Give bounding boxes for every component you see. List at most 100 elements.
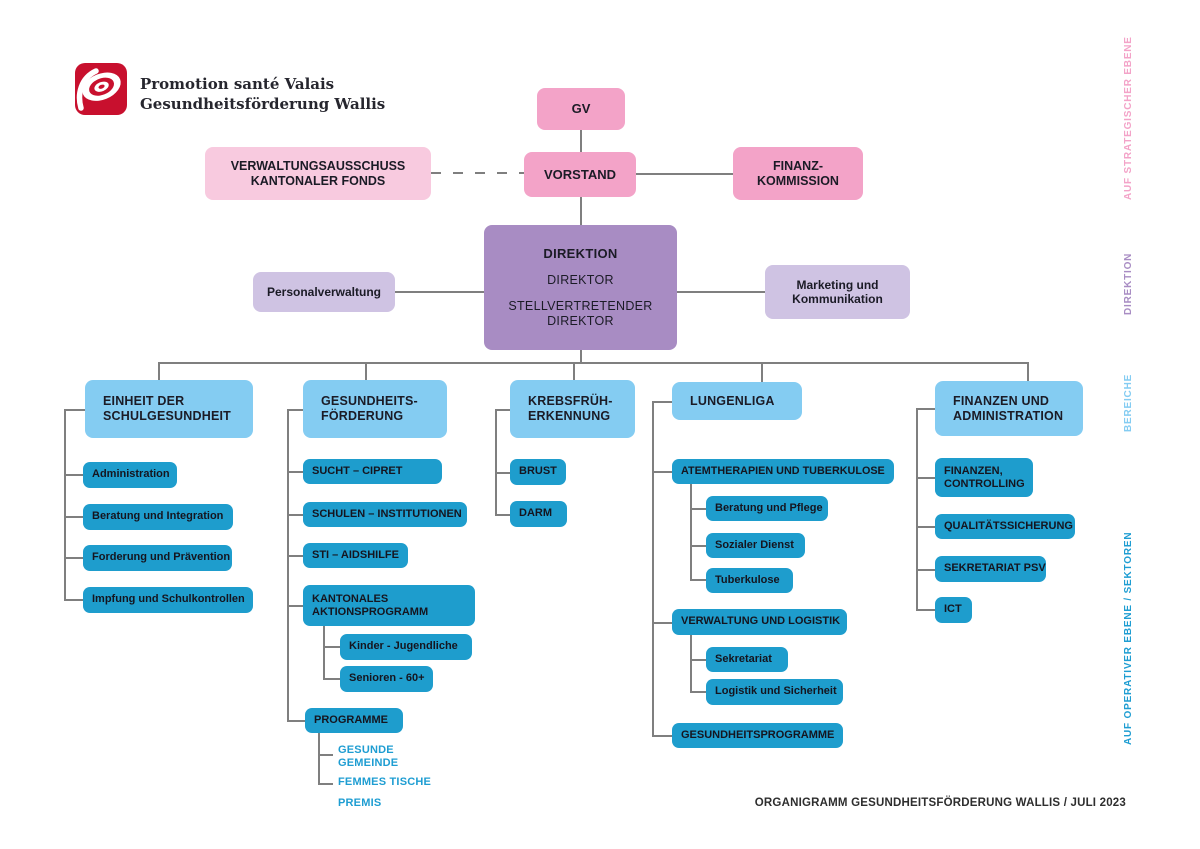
connector [652, 401, 672, 403]
node-direktion: DIREKTION DIREKTOR STELLVERTRETENDER DIR… [484, 225, 677, 350]
connector [580, 197, 582, 225]
item-gesunde-gemeinde: GESUNDE GEMEINDE [338, 744, 399, 770]
node-kinder-jugendliche: Kinder - Jugendliche [340, 634, 472, 660]
connector [580, 130, 582, 152]
connector [652, 471, 672, 473]
column-header-gesundheitsfoerderung: GESUNDHEITS-FÖRDERUNG [303, 380, 447, 438]
node-qualitaetssicherung: QUALITÄTSSICHERUNG [935, 514, 1075, 539]
connector [690, 484, 692, 580]
connector [916, 477, 935, 479]
node-administration: Administration [83, 462, 177, 488]
connector [636, 173, 733, 175]
connector [318, 783, 333, 785]
connector [916, 609, 935, 611]
node-impfung-schulkontrollen: Impfung und Schulkontrollen [83, 587, 253, 613]
connector [158, 362, 1027, 364]
direktion-title: DIREKTION [543, 246, 618, 262]
node-kantonales-aktionsprogramm: KANTONALES AKTIONSPROGRAMM [303, 585, 475, 626]
connector [287, 514, 303, 516]
org-name: Promotion santé Valais Gesundheitsförder… [140, 74, 385, 115]
connector [761, 362, 763, 382]
side-label-bereiche: BEREICHE [1123, 373, 1134, 432]
connector [323, 678, 340, 680]
connector [1027, 362, 1029, 381]
node-marketing: Marketing und Kommunikation [765, 265, 910, 319]
side-label-direktion: DIREKTION [1123, 252, 1134, 315]
connector [287, 555, 303, 557]
node-finanzen-controlling: FINANZEN, CONTROLLING [935, 458, 1033, 497]
connector [287, 409, 303, 411]
connector [287, 605, 303, 607]
column-header-lungenliga: LUNGENLIGA [672, 382, 802, 420]
connector [495, 409, 510, 411]
connector [287, 409, 289, 720]
node-atemtherapien-tuberkulose: ATEMTHERAPIEN UND TUBERKULOSE [672, 459, 894, 484]
node-sekretariat: Sekretariat [706, 647, 788, 672]
connector [690, 691, 706, 693]
org-name-de: Gesundheitsförderung Wallis [140, 95, 386, 114]
node-personalverwaltung: Personalverwaltung [253, 272, 395, 312]
node-forderung-praevention: Forderung und Prävention [83, 545, 232, 571]
node-sekretariat-psv: SEKRETARIAT PSV [935, 556, 1046, 582]
connector [690, 579, 706, 581]
connector [64, 409, 66, 600]
direktion-stellvertreter: STELLVERTRETENDER DIREKTOR [508, 298, 653, 328]
node-finanzkommission: FINANZ-KOMMISSION [733, 147, 863, 200]
node-sozialer-dienst: Sozialer Dienst [706, 533, 805, 558]
column-header-krebsfrueherkennung: KREBSFRÜH-ERKENNUNG [510, 380, 635, 438]
node-logistik-sicherheit: Logistik und Sicherheit [706, 679, 843, 705]
connector [323, 626, 325, 679]
psv-logo-icon [75, 63, 127, 115]
connector [323, 646, 340, 648]
connector [158, 362, 160, 380]
node-gv: GV [537, 88, 625, 130]
connector [916, 408, 935, 410]
connector [318, 754, 333, 756]
connector [495, 472, 510, 474]
node-programme: PROGRAMME [305, 708, 403, 733]
node-verwaltungsausschuss: VERWALTUNGSAUSSCHUSS KANTONALER FONDS [205, 147, 431, 200]
footer-caption: ORGANIGRAMM GESUNDHEITSFÖRDERUNG WALLIS … [754, 797, 1126, 809]
connector [690, 635, 692, 692]
item-femmes-tische: FEMMES TISCHE [338, 776, 432, 788]
connector [916, 569, 935, 571]
connector [287, 471, 303, 473]
node-schulen-institutionen: SCHULEN – INSTITUTIONEN [303, 502, 467, 527]
connector [495, 514, 510, 516]
connector-dashed [431, 172, 524, 174]
node-sucht-cipret: SUCHT – CIPRET [303, 459, 442, 484]
connector [64, 474, 83, 476]
node-darm: DARM [510, 501, 567, 527]
node-sti-aidshilfe: STI – AIDSHILFE [303, 543, 408, 568]
connector [690, 659, 706, 661]
connector [916, 408, 918, 610]
connector [916, 526, 935, 528]
connector [690, 545, 706, 547]
node-vorstand: VORSTAND [524, 152, 636, 197]
connector [318, 733, 320, 784]
connector [64, 516, 83, 518]
node-brust: BRUST [510, 459, 566, 485]
node-senioren-60plus: Senioren - 60+ [340, 666, 433, 692]
node-ict: ICT [935, 597, 972, 623]
node-verwaltung-logistik: VERWALTUNG UND LOGISTIK [672, 609, 847, 635]
connector [573, 362, 575, 380]
node-tuberkulose: Tuberkulose [706, 568, 793, 593]
side-label-operativ: AUF OPERATIVER EBENE / SEKTOREN [1123, 531, 1134, 745]
connector [64, 557, 83, 559]
connector [287, 720, 305, 722]
connector [395, 291, 484, 293]
connector [652, 622, 672, 624]
direktion-direktor: DIREKTOR [547, 272, 614, 287]
connector [495, 409, 497, 514]
column-header-schulgesundheit: EINHEIT DER SCHULGESUNDHEIT [85, 380, 253, 438]
connector [652, 735, 672, 737]
node-gesundheitsprogramme: GESUNDHEITSPROGRAMME [672, 723, 843, 748]
side-label-strategisch: AUF STRATEGISCHER EBENE [1123, 36, 1134, 200]
connector [580, 350, 582, 362]
item-premis: PREMIS [338, 797, 382, 809]
connector [64, 599, 83, 601]
connector [690, 508, 706, 510]
node-beratung-integration: Beratung und Integration [83, 504, 233, 530]
